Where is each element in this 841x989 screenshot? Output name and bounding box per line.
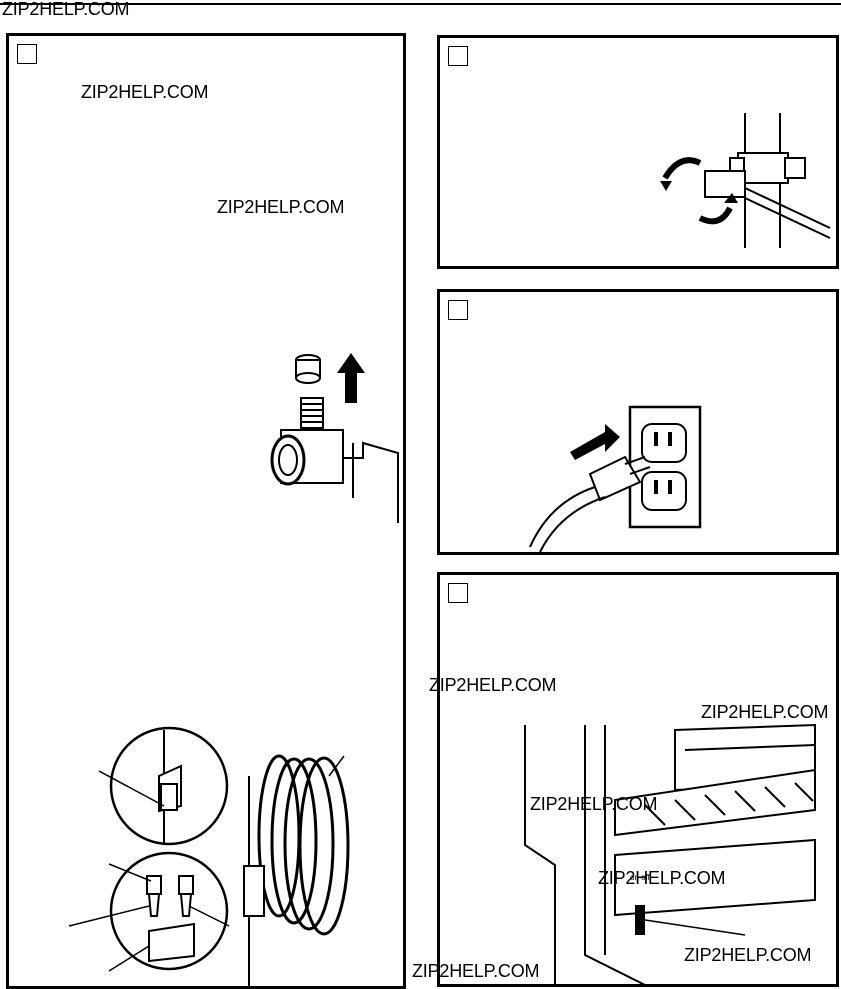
watermark-text: ZIP2HELP.COM [684, 945, 812, 965]
watermark-text: ZIP2HELP.COM [429, 675, 557, 695]
step-checkbox [448, 46, 468, 66]
valve-cap-illustration [270, 353, 399, 523]
plug-into-outlet-illustration [529, 405, 702, 553]
switch-label: on off [630, 873, 651, 882]
watermark-text: ZIP2HELP.COM [530, 794, 658, 814]
icemaker-illustration: on off [524, 723, 816, 986]
step-checkbox [448, 583, 468, 603]
watermark-text: ZIP2HELP.COM [412, 961, 540, 981]
step-checkbox [448, 300, 468, 320]
shutoff-valve-illustration [660, 113, 831, 248]
power-outlet-panel [437, 289, 839, 555]
step-checkbox [17, 44, 37, 64]
watermark-text: ZIP2HELP.COM [2, 0, 130, 19]
watermark-text: ZIP2HELP.COM [598, 868, 726, 888]
watermark-text: ZIP2HELP.COM [217, 197, 345, 217]
icemaker-switch-panel: on off [437, 572, 839, 987]
watermark-text: ZIP2HELP.COM [81, 82, 209, 102]
watermark-text: ZIP2HELP.COM [701, 702, 829, 722]
valve-turn-panel [437, 35, 839, 269]
left-instruction-panel [6, 33, 406, 989]
header-rule [0, 3, 841, 5]
water-line-fittings-illustration [68, 726, 350, 986]
